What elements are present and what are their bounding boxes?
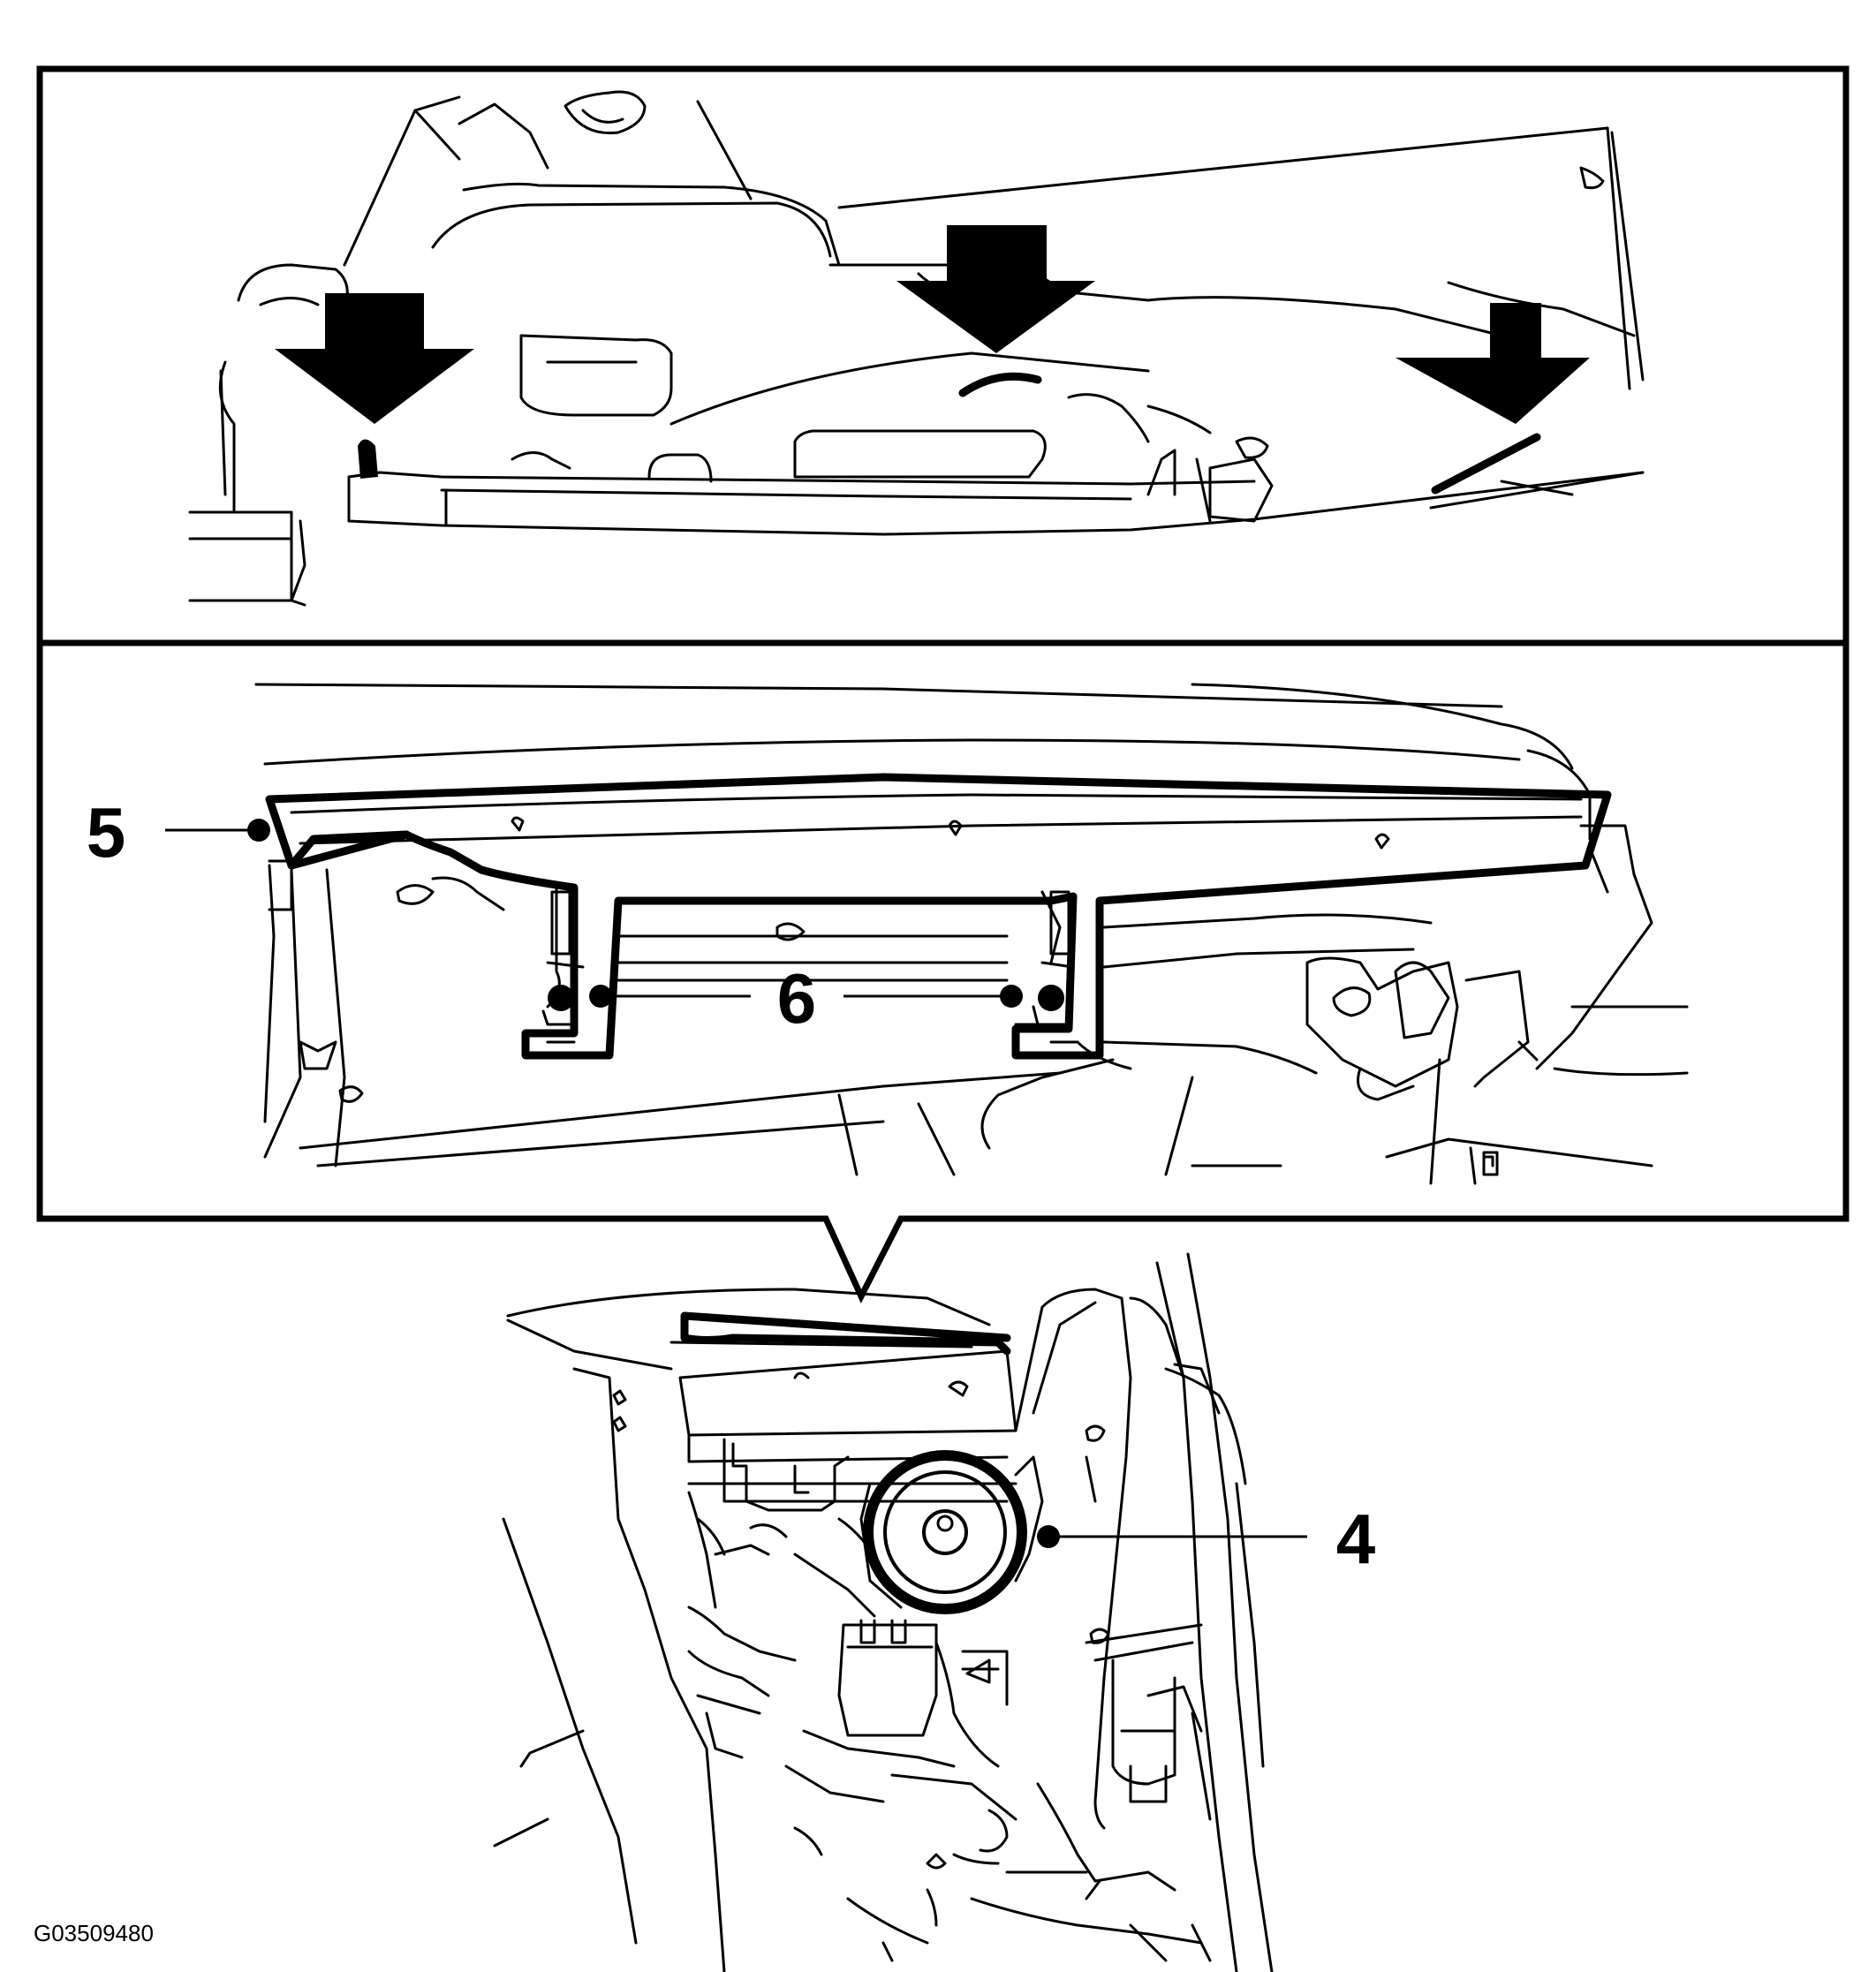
- middle-panel-frame: [36, 639, 1850, 1304]
- middle-panel: 5 6: [36, 639, 1850, 1304]
- callout-4: 4: [1336, 1500, 1376, 1578]
- cover-panel-outline: [265, 773, 1612, 1060]
- top-panel: [36, 65, 1850, 646]
- overview-linework: [493, 1252, 1274, 1972]
- top-panel-highlights: [358, 372, 1541, 495]
- callout-dot-6-right: [1000, 985, 1023, 1008]
- hood-seal-highlight: [680, 1311, 1011, 1356]
- callout-dot-4: [1037, 1525, 1060, 1548]
- callout-5: 5: [87, 793, 126, 872]
- callout-dot-6-left: [589, 985, 612, 1008]
- removal-arrow-left: [275, 293, 474, 424]
- blower-motor: [859, 1450, 1044, 1614]
- figure-id: G03509480: [34, 1920, 154, 1946]
- middle-panel-linework: [254, 683, 1689, 1185]
- overview-illustration: 4: [493, 1252, 1376, 1972]
- callout-dot-5: [247, 819, 270, 842]
- fastener-screws: [541, 985, 1066, 1026]
- callout-6: 6: [777, 959, 817, 1038]
- removal-arrow-center: [896, 225, 1095, 353]
- removal-arrow-right: [1396, 303, 1590, 424]
- fastener-slots: [546, 890, 1079, 1044]
